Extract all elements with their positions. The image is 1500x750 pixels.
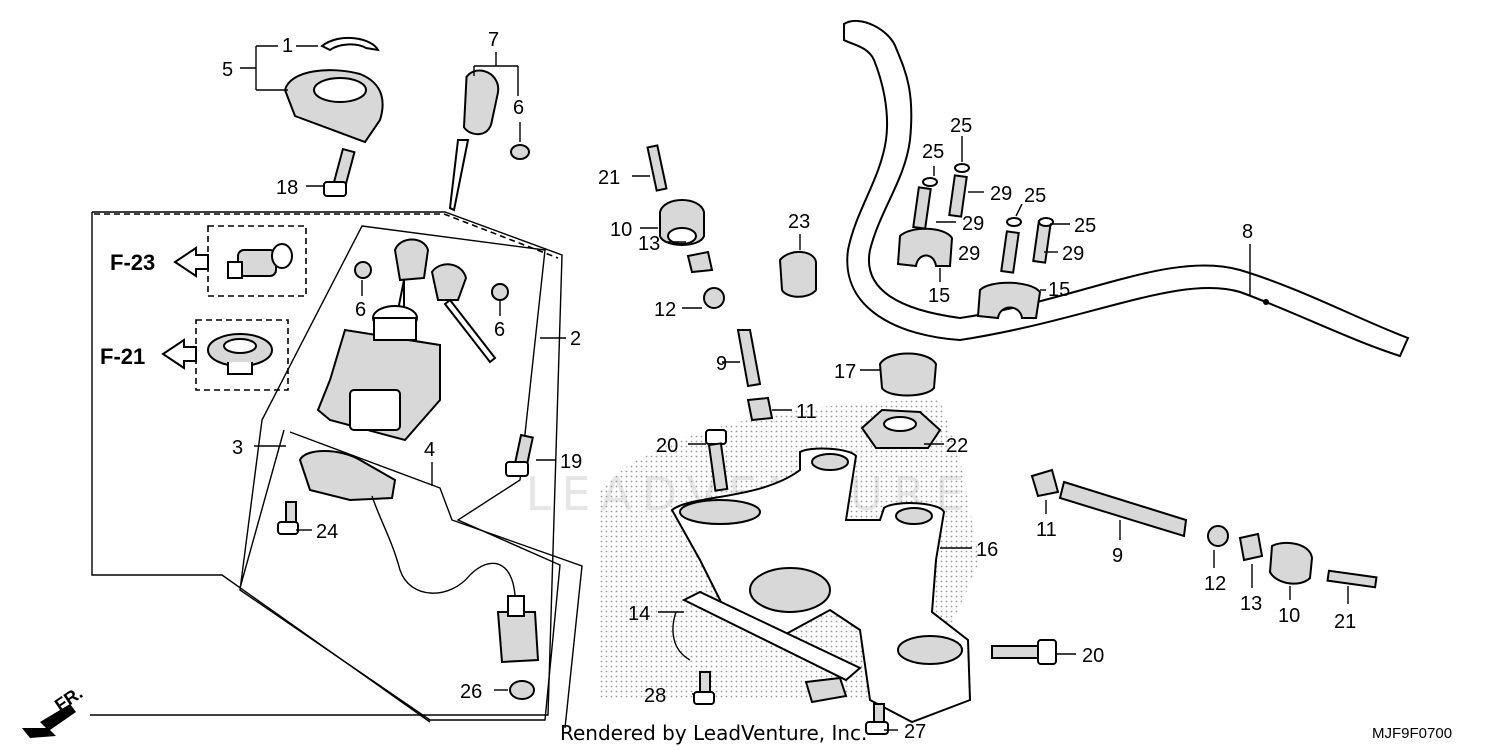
- bar-clamp-15-upper-part: [896, 227, 954, 268]
- fuel-cap-icon: [207, 333, 273, 375]
- callout-29-a: 29: [990, 183, 1012, 205]
- key-part: [448, 69, 500, 212]
- callout-20-lower: 20: [1082, 645, 1104, 667]
- clamp-bolts-29-part: [912, 174, 1052, 274]
- callout-20-upper: 20: [656, 435, 678, 457]
- lock-cover-part: [283, 69, 384, 144]
- shaft-9-upper-part: [736, 329, 762, 388]
- ref-box-f23: [173, 225, 307, 297]
- callout-8: 8: [1242, 221, 1253, 243]
- washers-25-part: [922, 163, 1054, 227]
- bolt-28-part: [693, 671, 715, 705]
- cap-17-part: [878, 352, 938, 397]
- callout-27: 27: [904, 721, 926, 743]
- callout-6-left: 6: [355, 299, 366, 321]
- callout-labels: 1 5 18 7 6 6 6 2 3 4 19 24 26 21 10 13 1…: [222, 29, 1356, 743]
- callout-22: 22: [946, 435, 968, 457]
- callout-9-right: 9: [1112, 545, 1123, 567]
- callout-16: 16: [976, 539, 998, 561]
- callout-29-b: 29: [962, 213, 984, 235]
- collar-13-right-part: [1238, 532, 1264, 562]
- callout-7: 7: [488, 29, 499, 51]
- collar-13-upper-part: [686, 250, 714, 274]
- shaft-9-right-part: [1058, 480, 1188, 538]
- callout-15-lower: 15: [1048, 279, 1070, 301]
- callout-11-upper: 11: [796, 401, 817, 423]
- ref-f23: F-23: [110, 250, 155, 275]
- bar-clamp-15-lower-part: [976, 281, 1042, 320]
- nut-11-right-part: [1030, 468, 1060, 498]
- key-pair-part: [393, 238, 497, 364]
- ref-box-f21: [161, 319, 289, 391]
- callout-29-d: 29: [1062, 243, 1084, 265]
- collar-23-part: [778, 251, 817, 298]
- callout-14: 14: [628, 603, 650, 625]
- callout-3: 3: [232, 437, 243, 459]
- callout-19: 19: [560, 451, 582, 473]
- callout-6-top: 6: [513, 97, 524, 119]
- switch-connector-icon: [227, 243, 293, 279]
- handlebar-8-part: [843, 19, 1410, 358]
- leader-lines: [240, 45, 1349, 731]
- bolt-20-lower-part: [991, 639, 1057, 665]
- callout-26: 26: [460, 681, 482, 703]
- callout-17: 17: [834, 361, 856, 383]
- callout-13-upper: 13: [638, 233, 660, 255]
- grommet-6-right: [491, 283, 509, 301]
- callout-28: 28: [644, 685, 666, 707]
- callout-6-right: 6: [494, 319, 505, 341]
- callout-18: 18: [276, 177, 298, 199]
- front-label: FR.: [51, 683, 86, 716]
- callout-29-c: 29: [958, 243, 980, 265]
- callout-12-right: 12: [1204, 573, 1226, 595]
- callout-11-right: 11: [1036, 519, 1057, 541]
- callout-15-upper: 15: [928, 285, 950, 307]
- callout-4: 4: [424, 439, 435, 461]
- callout-25-d: 25: [1074, 215, 1096, 237]
- callout-25-b: 25: [922, 141, 944, 163]
- top-bridge-16-part: [670, 447, 972, 724]
- callout-9-upper: 9: [716, 353, 727, 375]
- grommet-6-left: [354, 261, 372, 279]
- callout-1: 1: [282, 35, 293, 57]
- callout-13-right: 13: [1240, 593, 1262, 615]
- render-credit: Rendered by LeadVenture, Inc.: [560, 721, 867, 745]
- callout-2: 2: [570, 328, 581, 350]
- callout-24: 24: [316, 521, 338, 543]
- washer-12-right-part: [1207, 525, 1229, 547]
- bar-end-weight-right-part: [1268, 541, 1314, 585]
- callout-10-right: 10: [1278, 605, 1300, 627]
- grommet-6-top: [510, 144, 530, 160]
- ignition-switch-part: [316, 305, 441, 442]
- screw-21-upper-part: [646, 144, 668, 192]
- circlip-part: [320, 36, 380, 52]
- front-arrow-icon: [22, 704, 76, 738]
- screw-21-right-part: [1326, 569, 1378, 589]
- diagram-code: MJF9F0700: [1372, 725, 1452, 742]
- bracket-14-part: [672, 590, 862, 682]
- bolt-18-part: [323, 147, 356, 197]
- callout-21-upper: 21: [598, 167, 620, 189]
- callout-5: 5: [222, 59, 233, 81]
- callout-12-upper: 12: [654, 299, 676, 321]
- ref-f21: F-21: [100, 344, 145, 369]
- bolt-20-upper-part: [705, 429, 729, 492]
- sensor-cable-part: [298, 450, 540, 664]
- callout-25-c: 25: [1024, 185, 1046, 207]
- clip-26-part: [509, 680, 535, 700]
- callout-21-right: 21: [1334, 611, 1356, 633]
- bar-end-weight-upper-part: [659, 199, 705, 246]
- stem-nut-22-part: [860, 408, 942, 449]
- ignition-group-outline: [90, 211, 583, 729]
- callout-25-a: 25: [950, 115, 972, 137]
- screw-24-part: [277, 501, 299, 535]
- bolt-27-part: [804, 676, 889, 735]
- bolt-19-part: [505, 433, 534, 477]
- callout-10-upper: 10: [610, 219, 632, 241]
- washer-12-upper-part: [703, 287, 725, 309]
- callout-23: 23: [788, 211, 810, 233]
- nut-11-upper-part: [746, 396, 774, 422]
